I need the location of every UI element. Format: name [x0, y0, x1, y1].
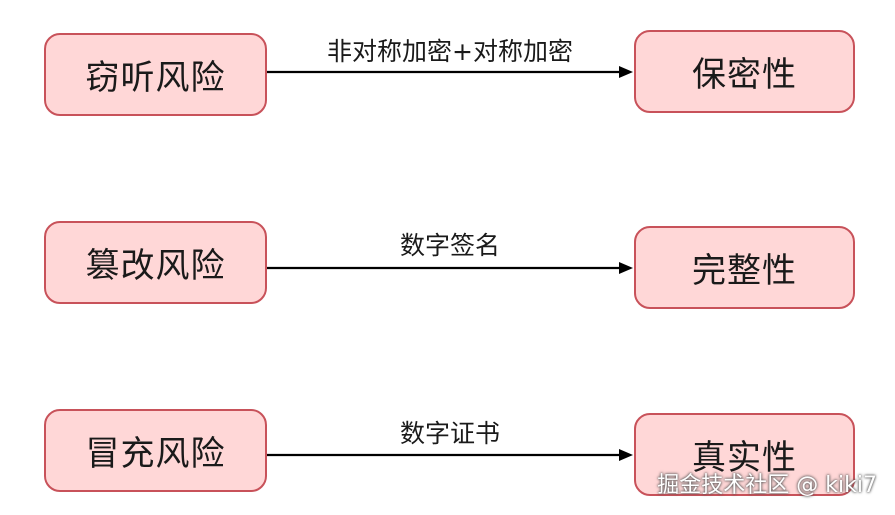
property-box-authenticity: 真实性: [634, 413, 855, 496]
property-box-confidentiality: 保密性: [634, 30, 855, 113]
property-label: 完整性: [692, 251, 797, 291]
method-label: 数字证书: [399, 419, 500, 448]
property-label: 真实性: [692, 438, 797, 478]
arrow-connector: [267, 262, 633, 274]
arrow-connector: [267, 66, 633, 78]
risk-box-tampering: 篡改风险: [44, 221, 267, 304]
method-label: 数字签名: [399, 231, 500, 260]
risk-label: 篡改风险: [85, 246, 226, 286]
risk-label: 窃听风险: [85, 58, 226, 98]
risk-box-impersonation: 冒充风险: [44, 409, 267, 492]
watermark: 掘金技术社区 @ kiki7: [657, 473, 877, 498]
method-label: 非对称加密+对称加密: [327, 37, 573, 66]
risk-box-eavesdropping: 窃听风险: [44, 33, 267, 116]
risk-label: 冒充风险: [85, 434, 226, 474]
arrow-connector: [267, 449, 633, 461]
property-box-integrity: 完整性: [634, 226, 855, 309]
property-label: 保密性: [692, 55, 797, 95]
